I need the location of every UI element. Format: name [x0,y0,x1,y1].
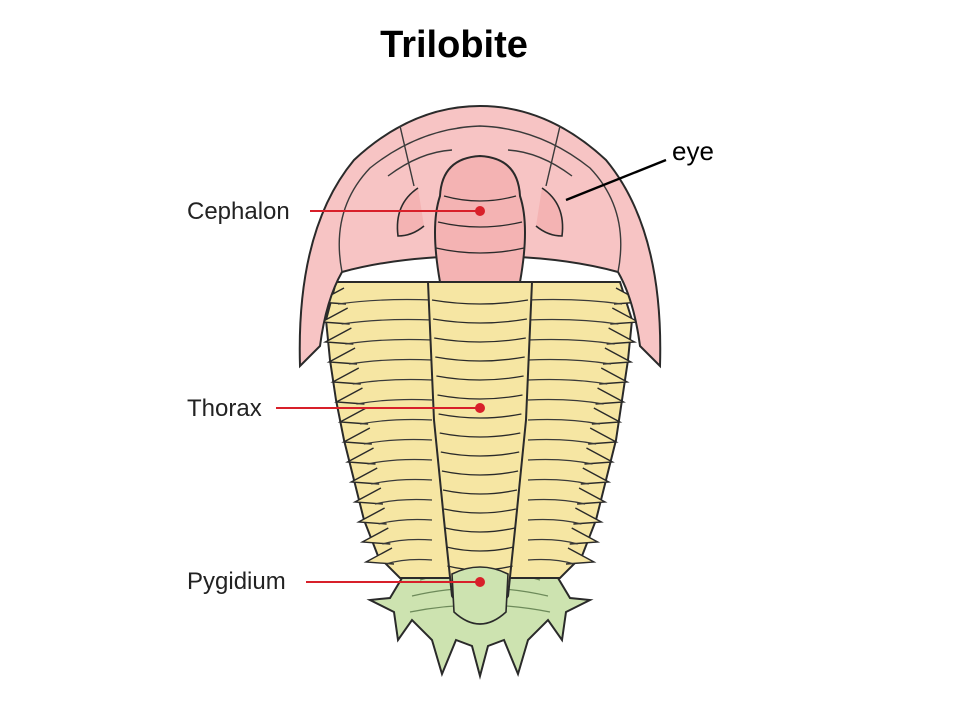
thorax-segment-line [341,318,619,325]
axial-ring-line [438,413,522,419]
axial-ring-line [439,432,521,438]
thorax-spine [334,387,365,405]
thorax-spine [573,507,604,525]
thorax-spine [326,347,358,365]
axial-ring-line [442,489,518,495]
thorax-spine [352,487,383,505]
axial-ring-line [437,394,523,400]
thorax-spine [348,467,380,485]
thorax-segment-line [337,298,623,305]
axial-ring-line [441,470,519,476]
thorax-segment-line [367,458,593,465]
axial-ring-line [432,318,528,324]
thorax-spines-right [565,287,645,565]
cephalon-label: Cephalon [187,198,290,225]
thorax-spine [356,507,387,525]
glabella-shape [434,154,526,283]
axial-ring-line [434,337,526,343]
thorax-spine [577,487,608,505]
axial-ring-line [440,451,520,457]
thorax-segment-line [382,538,578,545]
diagram-title: Trilobite [380,24,528,66]
thorax-segment-line [360,418,600,425]
thorax-segment-line [348,358,612,365]
thorax-spine [606,327,638,345]
pygidium-label: Pygidium [187,568,286,595]
axial-ring-line [446,546,514,552]
thorax-spine [363,547,395,565]
thorax-spine [359,527,391,545]
thorax-spine [599,367,630,385]
thorax-spine [322,327,354,345]
thorax-spine [330,367,361,385]
axial-ring-line [431,299,529,305]
axial-ring-line [436,375,524,381]
thorax-spine [569,527,601,545]
thorax-spine [580,467,612,485]
thorax-segment-lines [337,298,623,565]
thorax-spine [591,407,623,425]
thorax-segment-line [345,338,615,345]
thorax-spine [345,447,376,465]
thorax-segment-line [371,478,589,485]
axial-ring-line [443,508,517,514]
thorax-spine [584,447,615,465]
thorax-spine [595,387,626,405]
thorax-segment-line [378,518,582,525]
thorax-label: Thorax [187,395,262,422]
pygidium-pointer-dot [475,577,485,587]
thorax-segment-line [352,378,608,385]
eye-label: eye [672,136,714,166]
thorax-spine [565,547,597,565]
thorax-segment-line [385,558,575,565]
thorax-spine [602,347,634,365]
thorax-segment-line [363,438,597,445]
axial-ring-line [445,527,515,533]
thorax-spine [588,427,619,445]
axial-rings [431,299,529,571]
eye-pointer-line [565,158,667,202]
thorax-segment-line [356,398,604,405]
cephalon-pointer-dot [475,206,485,216]
axial-ring-line [435,356,525,362]
thorax-spine [337,407,369,425]
eye-right-shape [535,187,564,237]
thorax-segment-line [374,498,586,505]
thorax-spine [341,427,372,445]
thorax-pointer-dot [475,403,485,413]
